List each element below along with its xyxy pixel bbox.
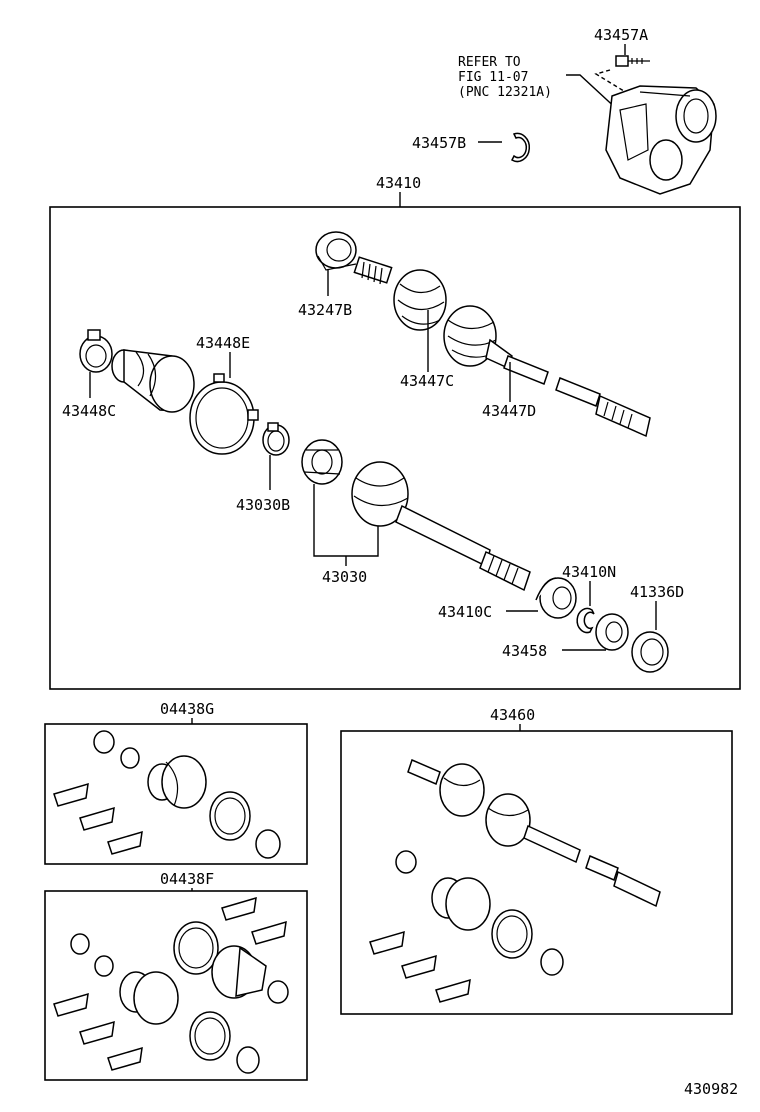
callout-43457B[interactable]: 43457B bbox=[412, 134, 466, 152]
dust-seal-43247B[interactable] bbox=[315, 231, 357, 271]
assembly-43410-frame bbox=[49, 206, 741, 690]
inner-shaft-assembly[interactable] bbox=[353, 256, 651, 438]
outboard-boot[interactable] bbox=[111, 349, 195, 413]
bolt-43457A[interactable] bbox=[615, 55, 650, 67]
kit-04438F-parts[interactable] bbox=[53, 896, 289, 1074]
callout-43460[interactable]: 43460 bbox=[490, 706, 535, 724]
callout-43448E[interactable]: 43448E bbox=[196, 334, 250, 352]
dust-seal-41336D[interactable] bbox=[631, 631, 669, 673]
callout-43030[interactable]: 43030 bbox=[322, 568, 367, 586]
joint-cage[interactable] bbox=[301, 439, 343, 485]
bolt-dashed-leader bbox=[594, 69, 633, 97]
callout-43247B[interactable]: 43247B bbox=[298, 301, 352, 319]
callout-43458[interactable]: 43458 bbox=[502, 642, 547, 660]
callout-43457A[interactable]: 43457A bbox=[594, 26, 648, 44]
outboard-joint-shaft-43030[interactable] bbox=[351, 461, 531, 592]
bracket-housing[interactable] bbox=[605, 85, 717, 195]
callout-43447D[interactable]: 43447D bbox=[482, 402, 536, 420]
assembly-43460-frame bbox=[340, 730, 733, 1015]
figure-number: 430982 bbox=[684, 1080, 738, 1098]
snap-ring-43410N[interactable] bbox=[576, 607, 595, 634]
callout-43410[interactable]: 43410 bbox=[376, 174, 421, 192]
refer-note-line2: FIG 11-07 bbox=[458, 70, 528, 85]
assembly-43460-parts[interactable] bbox=[369, 758, 661, 1003]
bearing-43458[interactable] bbox=[595, 613, 629, 651]
callout-43030B[interactable]: 43030B bbox=[236, 496, 290, 514]
boot-clamp-43030B[interactable] bbox=[262, 422, 290, 456]
callout-43410C[interactable]: 43410C bbox=[438, 603, 492, 621]
callout-43448C[interactable]: 43448C bbox=[62, 402, 116, 420]
kit-04438G-parts[interactable] bbox=[53, 730, 281, 859]
boot-clamp-43448E[interactable] bbox=[189, 373, 259, 455]
refer-note-line1: REFER TO bbox=[458, 55, 521, 70]
kit-04438F-frame bbox=[44, 890, 308, 1081]
callout-04438F[interactable]: 04438F bbox=[160, 870, 214, 888]
kit-04438G-frame bbox=[44, 723, 308, 865]
callout-43447C[interactable]: 43447C bbox=[400, 372, 454, 390]
refer-note-line3: (PNC 12321A) bbox=[458, 85, 552, 100]
callout-43410N[interactable]: 43410N bbox=[562, 563, 616, 581]
snap-ring-43457B[interactable] bbox=[511, 132, 531, 163]
callout-04438G[interactable]: 04438G bbox=[160, 700, 214, 718]
bearing-43410C[interactable] bbox=[535, 577, 577, 619]
callout-41336D[interactable]: 41336D bbox=[630, 583, 684, 601]
boot-clamp-43448C[interactable] bbox=[79, 329, 113, 373]
refer-note-leader bbox=[566, 74, 621, 113]
